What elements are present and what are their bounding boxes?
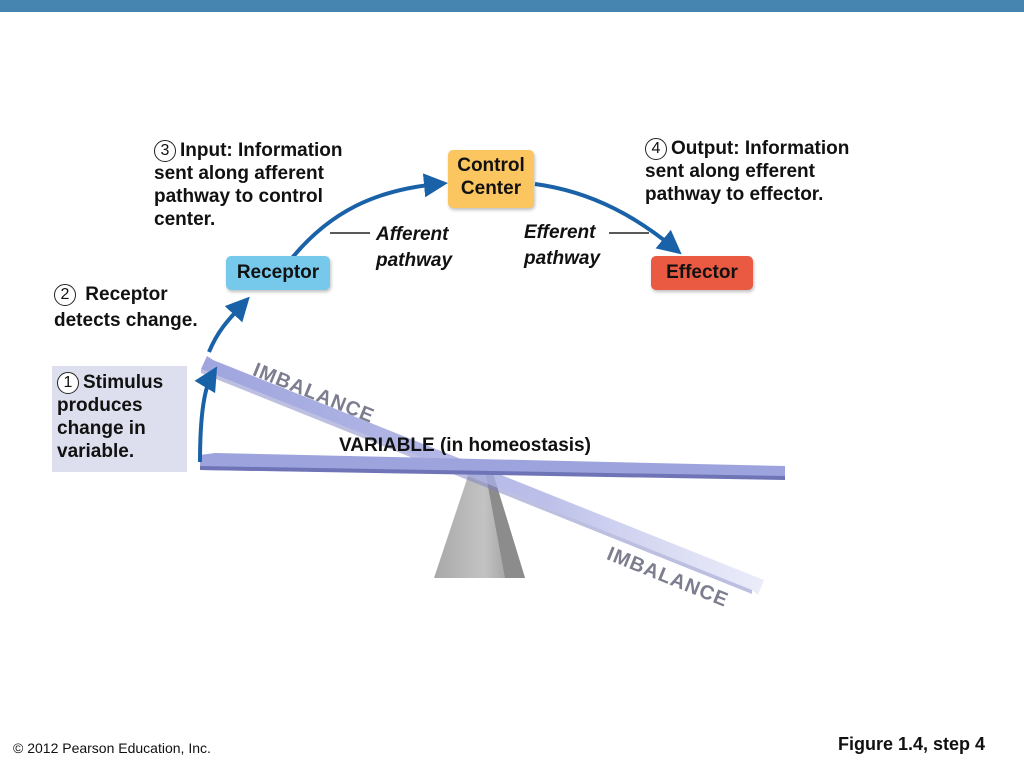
efferent-line1: Efferent — [524, 222, 596, 243]
efferent-line2: pathway — [524, 248, 601, 269]
step1-line1: Stimulus — [83, 372, 164, 393]
step3-line4: center. — [154, 209, 216, 230]
step1-line4: variable. — [57, 441, 135, 462]
stimulus-arrow — [194, 366, 218, 463]
step2-line2: detects change. — [54, 310, 198, 331]
step3-line1: Input: Information — [180, 140, 343, 161]
efferent-arrow — [534, 182, 682, 255]
copyright-text: © 2012 Pearson Education, Inc. — [13, 740, 211, 756]
step3-line2: sent along afferent — [154, 163, 324, 184]
effector-label: Effector — [666, 262, 738, 283]
step4-line2: sent along efferent — [645, 161, 815, 182]
step3-line3: pathway to control — [154, 186, 323, 207]
afferent-arrow — [290, 173, 448, 260]
top-bar — [0, 0, 1024, 12]
fulcrum-shade — [485, 470, 525, 578]
control-label-line2: Center — [460, 178, 522, 199]
receptor-arrow — [207, 296, 250, 353]
step4-line3: pathway to effector. — [645, 184, 824, 205]
step2-number: 2 — [54, 284, 76, 306]
afferent-line1: Afferent — [376, 224, 449, 245]
efferent-pathway-label: Efferent pathway — [524, 220, 600, 272]
variable-label: VARIABLE (in homeostasis) — [339, 435, 591, 456]
step1-number: 1 — [57, 372, 79, 394]
effector-box: Effector — [651, 256, 753, 290]
tilted-beam-edge — [201, 369, 752, 594]
figure-caption: Figure 1.4, step 4 — [838, 734, 986, 754]
step1-line2: produces — [57, 395, 143, 416]
step2-text: 2 Receptor detects change. — [54, 282, 198, 334]
step4-line1: Output: Information — [671, 138, 850, 159]
level-beam-edge — [200, 466, 785, 480]
step4-number: 4 — [645, 138, 667, 160]
step3-number: 3 — [154, 140, 176, 162]
tilted-beam — [201, 356, 764, 595]
step2-line1: Receptor — [85, 284, 168, 305]
control-label-line1: Control — [457, 155, 525, 176]
afferent-pathway-label: Afferent pathway — [376, 222, 452, 274]
receptor-box: Receptor — [226, 256, 330, 290]
receptor-label: Receptor — [236, 262, 320, 283]
control-center-box: Control Center — [448, 150, 534, 208]
afferent-line2: pathway — [376, 250, 453, 271]
step1-line3: change in — [57, 418, 146, 439]
